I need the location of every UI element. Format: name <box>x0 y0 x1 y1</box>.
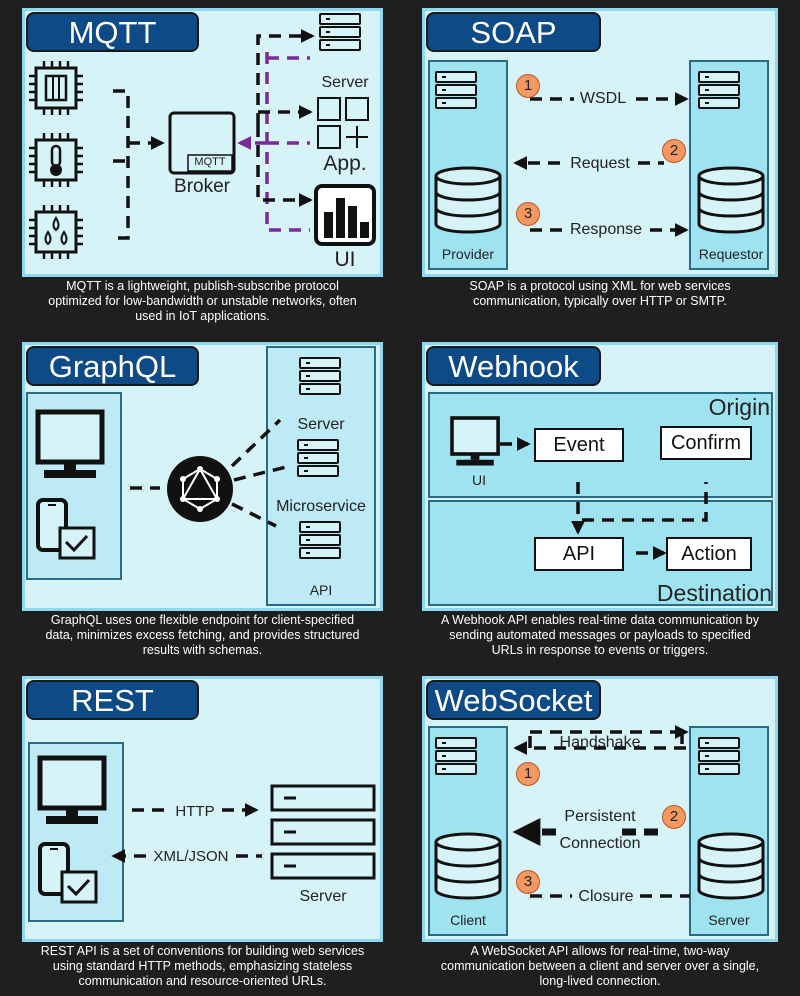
broker-label: Broker <box>174 176 230 197</box>
step-1-badge: 1 <box>516 762 540 786</box>
websocket-caption: A WebSocket API allows for real-time, tw… <box>440 944 760 988</box>
origin-label: Origin <box>708 394 770 420</box>
server-icon <box>698 737 740 775</box>
api-label: API <box>309 582 333 598</box>
client-label: Client <box>450 912 486 928</box>
graphql-title: GraphQL <box>26 346 199 386</box>
confirm-box: Confirm <box>660 426 752 460</box>
requestor-label: Requestor <box>698 246 764 262</box>
websocket-title: WebSocket <box>426 680 601 720</box>
water-chip-icon <box>27 203 85 261</box>
provider-label: Provider <box>441 246 495 262</box>
server-label: Server <box>708 912 750 928</box>
step-1-badge: 1 <box>516 74 540 98</box>
microservice-label: Microservice <box>276 498 366 515</box>
apps-icon <box>317 97 369 149</box>
action-box: Action <box>666 537 752 571</box>
step-3-badge: 3 <box>516 870 540 894</box>
broker-box <box>168 111 236 175</box>
ui-label: UI <box>472 472 486 488</box>
step-2-badge: 2 <box>662 139 686 163</box>
server-icon <box>270 784 376 880</box>
persistent-label: Persistent <box>564 808 636 825</box>
destination-label: Destination <box>656 580 772 606</box>
server-icon <box>435 737 477 775</box>
database-icon <box>434 832 502 900</box>
step-2-badge: 2 <box>662 805 686 829</box>
request-label: Request <box>570 155 630 172</box>
server-label: Server <box>297 416 345 433</box>
ui-chart-icon <box>314 184 376 246</box>
closure-label: Closure <box>578 888 634 905</box>
connection-label: Connection <box>559 835 641 852</box>
thermometer-chip-icon <box>27 131 85 189</box>
graphql-caption: GraphQL uses one flexible endpoint for c… <box>45 613 360 657</box>
api-box: API <box>534 537 624 571</box>
mqtt-caption: MQTT is a lightweight, publish-subscribe… <box>48 279 357 323</box>
wsdl-label: WSDL <box>579 90 627 107</box>
graphql-logo-icon <box>167 456 233 522</box>
chip-icon <box>27 59 85 117</box>
rest-caption: REST API is a set of conventions for bui… <box>40 944 365 988</box>
step-3-badge: 3 <box>516 202 540 226</box>
http-label: HTTP <box>175 803 215 820</box>
response-label: Response <box>569 221 643 238</box>
handshake-label: Handshake <box>559 734 641 751</box>
mqtt-title: MQTT <box>26 12 199 52</box>
app-label: App. <box>323 152 367 175</box>
webhook-title: Webhook <box>426 346 601 386</box>
soap-title: SOAP <box>426 12 601 52</box>
soap-caption: SOAP is a protocol using XML for web ser… <box>469 279 731 308</box>
broker-chip-label: MQTT <box>194 156 226 168</box>
server-label: Server <box>321 74 369 91</box>
database-icon <box>697 832 765 900</box>
rest-title: REST <box>26 680 199 720</box>
event-box: Event <box>534 428 624 462</box>
webhook-caption: A Webhook API enables real-time data com… <box>441 613 759 657</box>
server-label: Server <box>299 888 347 905</box>
ui-label: UI <box>334 248 356 271</box>
xmljson-label: XML/JSON <box>153 848 229 865</box>
